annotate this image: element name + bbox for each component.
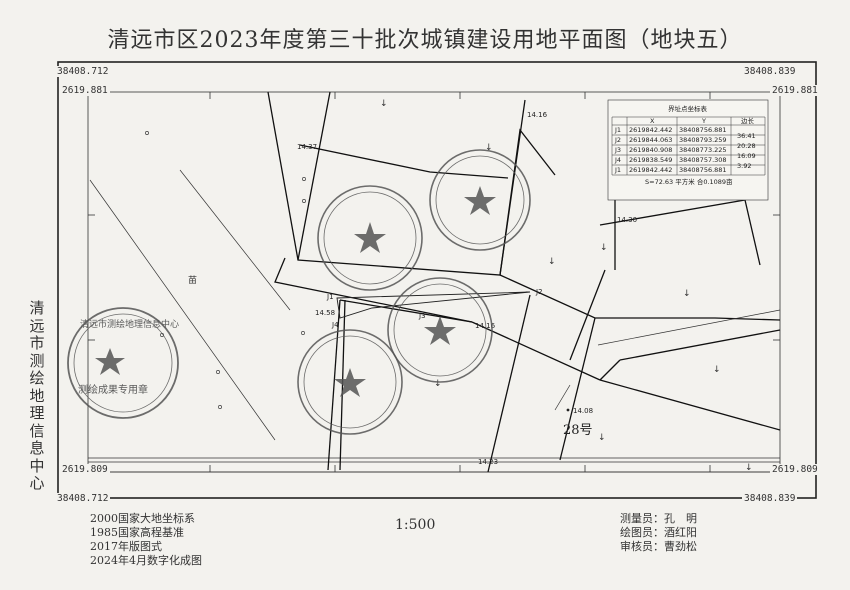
coord-row-y: 38408757.308 <box>679 156 727 164</box>
coord-header-len: 边长 <box>741 116 755 125</box>
coord-table-footer: S=72.63 平方米 合0.1089亩 <box>645 177 733 186</box>
stamp-left-outer-text: 清远市测绘地理信息中心 <box>80 318 179 330</box>
road-bottom <box>88 457 780 473</box>
coord-row-x: 2619844.063 <box>629 136 672 144</box>
coord-length: 16.09 <box>737 152 756 160</box>
info-digitized-date: 2024年4月数字化成图 <box>90 554 202 567</box>
info-map-spec: 2017年版图式 <box>90 540 162 553</box>
coord-row-y: 38408793.259 <box>679 136 727 144</box>
elevation-label: 14.58 <box>315 309 335 317</box>
corner-y-top-left: 2619.881 <box>60 85 110 96</box>
star-icon <box>464 186 496 215</box>
stamp-3 <box>387 277 493 383</box>
map-title: 清远市区2023年度第三十批次城镇建设用地平面图（地块五） <box>107 28 743 53</box>
coord-length: 20.28 <box>737 142 756 150</box>
svg-text:↓: ↓ <box>380 99 388 109</box>
elevation-label: 14.08 <box>573 407 593 415</box>
corner-x-bottom-right: 38408.839 <box>742 493 798 504</box>
coord-row-x: 2619840.908 <box>629 146 672 154</box>
stamp-2 <box>429 149 531 251</box>
info-left: 2000国家大地坐标系 1985国家高程基准 2017年版图式 2024年4月数… <box>90 512 202 568</box>
coord-header-y: Y <box>701 117 706 125</box>
svg-text:↓: ↓ <box>600 243 608 253</box>
info-surveyor: 测量员：孔 明 <box>620 512 697 525</box>
svg-text:↓: ↓ <box>434 379 442 389</box>
vegetation-label: 苗 <box>188 275 197 286</box>
side-organization-label: 清远市测绘地理信息中心 <box>29 299 45 492</box>
svg-text:↓: ↓ <box>548 257 556 267</box>
boundary-point-j4: J4 <box>331 321 339 329</box>
map-frame-outer <box>57 61 817 499</box>
grid-ticks <box>88 92 780 472</box>
stamp-4 <box>297 329 403 435</box>
coordinate-table: 界址点坐标表 X Y 边长 J1 2619842.442 38408756.88… <box>607 99 769 201</box>
info-drafter: 绘图员：酒红阳 <box>620 526 697 539</box>
corner-x-bottom-left: 38408.712 <box>55 493 111 504</box>
svg-text:↓: ↓ <box>713 365 721 375</box>
coord-row-x: 2619838.549 <box>629 156 672 164</box>
svg-text:↓: ↓ <box>745 463 753 473</box>
svg-text:↓: ↓ <box>683 289 691 299</box>
corner-x-top-right: 38408.839 <box>742 66 798 77</box>
coord-row-pt: J1 <box>614 126 621 134</box>
building-lines <box>267 91 781 473</box>
star-icon <box>334 368 366 397</box>
stamp-left <box>67 307 179 419</box>
coord-row-pt: J2 <box>614 136 621 144</box>
star-icon <box>354 222 386 253</box>
corner-x-top-left: 38408.712 <box>55 66 111 77</box>
coord-row-pt: J4 <box>614 156 621 164</box>
boundary-point-j2: J2 <box>535 288 543 296</box>
coord-row-pt: J1 <box>614 166 621 174</box>
star-icon <box>424 316 456 345</box>
elevation-label: 14.16 <box>527 111 548 119</box>
coord-row-y: 38408773.225 <box>679 146 727 154</box>
coord-length: 36.41 <box>737 132 756 140</box>
map-markers <box>145 131 306 409</box>
coord-length: 3.92 <box>737 162 751 170</box>
svg-text:↓: ↓ <box>485 143 493 153</box>
coord-row-y: 38408756.881 <box>679 126 727 134</box>
corner-y-top-right: 2619.881 <box>770 85 820 96</box>
elevation-dot <box>566 408 570 412</box>
boundary-point-j1: J1 <box>326 293 334 301</box>
corner-y-bottom-left: 2619.809 <box>60 464 110 475</box>
stamp-left-inner-text: 测绘成果专用章 <box>78 383 148 396</box>
info-coord-system: 2000国家大地坐标系 <box>90 512 195 525</box>
info-elevation-datum: 1985国家高程基准 <box>90 526 184 539</box>
coord-row-x: 2619842.442 <box>629 126 672 134</box>
star-icon <box>95 348 125 375</box>
info-right: 测量员：孔 明 绘图员：酒红阳 审核员：曹劲松 <box>620 512 697 554</box>
svg-text:↓: ↓ <box>598 433 606 443</box>
elevation-label: 14.30 <box>617 216 637 224</box>
coord-row-y: 38408756.881 <box>679 166 727 174</box>
corner-y-bottom-right: 2619.809 <box>770 464 820 475</box>
coord-table-title: 界址点坐标表 <box>668 104 708 113</box>
coord-header-x: X <box>650 117 655 125</box>
coord-row-x: 2619842.442 <box>629 166 672 174</box>
info-reviewer: 审核员：曹劲松 <box>620 540 697 553</box>
coord-row-pt: J3 <box>614 146 621 154</box>
elevation-label: 14.37 <box>297 143 317 151</box>
map-scale: 1:500 <box>395 517 436 533</box>
elevation-label: 14.16 <box>475 322 496 330</box>
stamp-1 <box>317 185 423 291</box>
boundary-point-j3: J3 <box>418 312 426 320</box>
elevation-label: 14.23 <box>478 458 498 466</box>
parcel-number: 28号 <box>563 423 593 438</box>
parcel-outline <box>336 291 531 319</box>
